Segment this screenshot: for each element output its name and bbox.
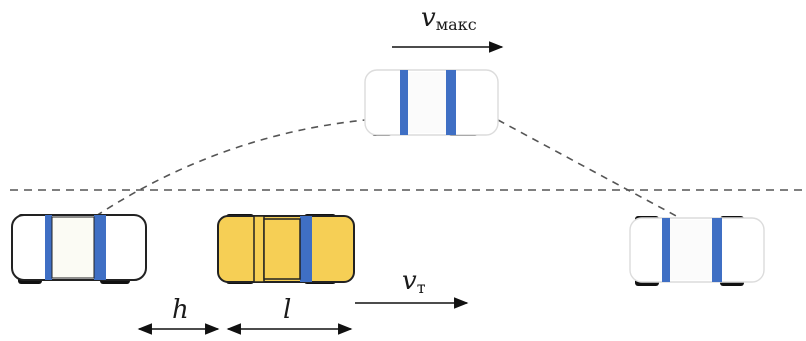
returned-car: [629, 216, 765, 286]
l-label: l: [283, 295, 291, 325]
yellow-vehicle: [217, 214, 355, 284]
h-label: h: [172, 295, 189, 325]
overtaking-car: [364, 69, 499, 136]
v-t-label: vт: [402, 266, 426, 297]
following-car: [11, 214, 147, 284]
overtaking-path-up: [95, 119, 366, 217]
overtaking-path-down: [497, 119, 681, 219]
v-max-label: vмакс: [421, 3, 477, 34]
